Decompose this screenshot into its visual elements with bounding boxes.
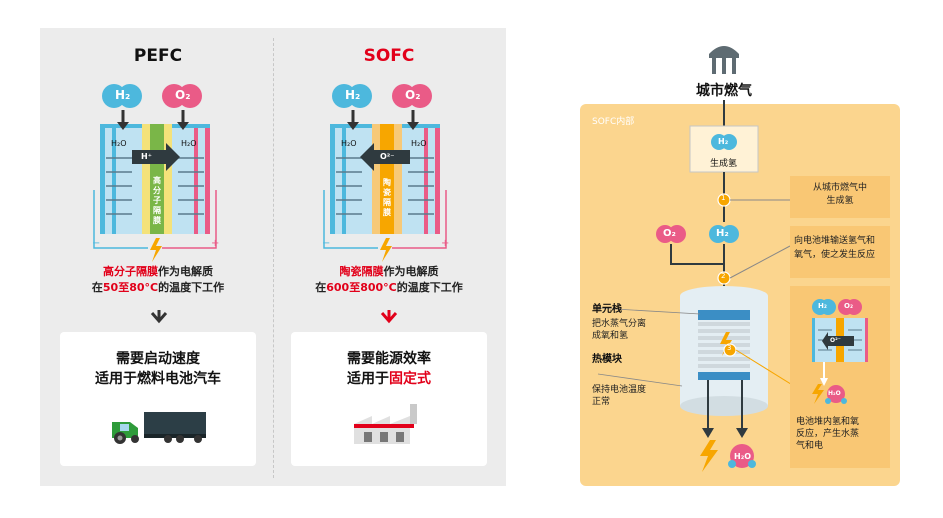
pefc-title: PEFC bbox=[133, 46, 183, 66]
pefc-h2o-right: H₂O bbox=[181, 139, 197, 148]
gas-tank-icon bbox=[709, 46, 739, 74]
inset-h2-label: H₂ bbox=[818, 302, 827, 310]
h2-label: H₂ bbox=[716, 228, 729, 239]
sofc-minus: − bbox=[322, 238, 331, 249]
sofc-plus: + bbox=[441, 238, 450, 249]
output-h2o-label: H₂O bbox=[734, 452, 751, 461]
panel-divider bbox=[273, 38, 274, 478]
stack-desc: 把水蒸气分离 成氧和氢 bbox=[592, 319, 647, 341]
inset-h2o-label: H₂O bbox=[828, 390, 841, 397]
reform-text: 生成氢 bbox=[710, 159, 738, 169]
pefc-membrane-label: 高分子隔膜 bbox=[153, 176, 161, 225]
sofc-desc-line2: 在600至800°C的温度下工作 bbox=[315, 279, 463, 295]
pefc-ion-label: H⁺ bbox=[141, 152, 152, 161]
pefc-desc-post: 的温度下工作 bbox=[158, 281, 225, 294]
sofc-card-line2-highlight: 固定式 bbox=[389, 371, 431, 387]
pefc-card-line1: 需要启动速度 bbox=[116, 351, 200, 367]
sofc-desc-text: 作为电解质 bbox=[383, 265, 439, 278]
sofc-o2-label: O₂ bbox=[405, 88, 421, 102]
sofc-h2-label: H₂ bbox=[345, 88, 361, 102]
pefc-cell-diagram bbox=[93, 84, 217, 262]
sofc-desc-post: 的温度下工作 bbox=[396, 281, 463, 294]
pefc-card-line2: 适用于燃料电池汽车 bbox=[95, 371, 221, 387]
step-1: 1 bbox=[721, 194, 726, 202]
arrow-down-icon bbox=[150, 310, 168, 324]
sofc-cell-diagram bbox=[323, 84, 447, 262]
sofc-desc-pre: 在 bbox=[315, 281, 327, 294]
stack-label: 单元栈 bbox=[592, 304, 622, 315]
pefc-desc-temp: 50至80°C bbox=[102, 281, 159, 294]
pefc-desc-text: 作为电解质 bbox=[158, 265, 213, 278]
inset-caption: 电池堆内氢和氧 反应，产生水蒸 气和电 bbox=[796, 417, 860, 451]
pefc-use-card bbox=[60, 332, 256, 466]
step-3: 3 bbox=[727, 344, 732, 352]
note-reform: 从城市燃气中 生成氢 bbox=[812, 183, 867, 206]
sofc-card-line1: 需要能源效率 bbox=[347, 351, 431, 367]
hot-module-desc: 保持电池温度 正常 bbox=[592, 385, 647, 407]
factory-icon bbox=[354, 404, 417, 444]
pefc-h2-label: H₂ bbox=[115, 88, 131, 102]
sofc-desc-temp: 600至800°C bbox=[326, 281, 397, 294]
sofc-membrane-label: 陶瓷隔膜 bbox=[383, 178, 391, 217]
hot-module-label: 热模块 bbox=[592, 354, 622, 365]
note-reaction: 向电池堆输送氢气和 氧气，使之发生反应 bbox=[794, 236, 876, 260]
sofc-process-diagram bbox=[597, 100, 890, 472]
step-2: 2 bbox=[721, 272, 726, 280]
city-gas-label: 城市燃气 bbox=[696, 83, 752, 99]
pefc-o2-label: O₂ bbox=[175, 88, 191, 102]
o2-label: O₂ bbox=[663, 228, 676, 239]
inset-o2-label: O₂ bbox=[844, 302, 854, 310]
arrow-down-icon bbox=[380, 310, 398, 324]
sofc-desc-highlight: 陶瓷隔膜 bbox=[339, 265, 384, 278]
pefc-minus: − bbox=[92, 238, 101, 249]
sofc-title: SOFC bbox=[363, 46, 415, 66]
pefc-desc-line2: 在50至80°C的温度下工作 bbox=[92, 279, 224, 295]
sofc-inner-label: SOFC内部 bbox=[592, 117, 635, 127]
pefc-desc-highlight: 高分子隔膜 bbox=[103, 265, 158, 278]
sofc-card-line2-pre: 适用于 bbox=[347, 371, 389, 387]
sofc-h2o-right: H₂O bbox=[411, 139, 427, 148]
pefc-desc-line1: 高分子隔膜作为电解质 bbox=[103, 263, 213, 279]
sofc-card-line2: 适用于固定式 bbox=[347, 368, 431, 388]
pefc-desc-pre: 在 bbox=[91, 281, 103, 294]
truck-icon bbox=[112, 412, 206, 444]
reform-h2-label: H₂ bbox=[718, 137, 729, 146]
pefc-plus: + bbox=[211, 238, 220, 249]
sofc-ion-label: O²⁻ bbox=[380, 152, 395, 161]
sofc-h2o-left: H₂O bbox=[341, 139, 357, 148]
pefc-h2o-left: H₂O bbox=[111, 139, 127, 148]
sofc-desc-line1: 陶瓷隔膜作为电解质 bbox=[340, 263, 439, 279]
inset-ion-label: O²⁻ bbox=[830, 337, 841, 344]
